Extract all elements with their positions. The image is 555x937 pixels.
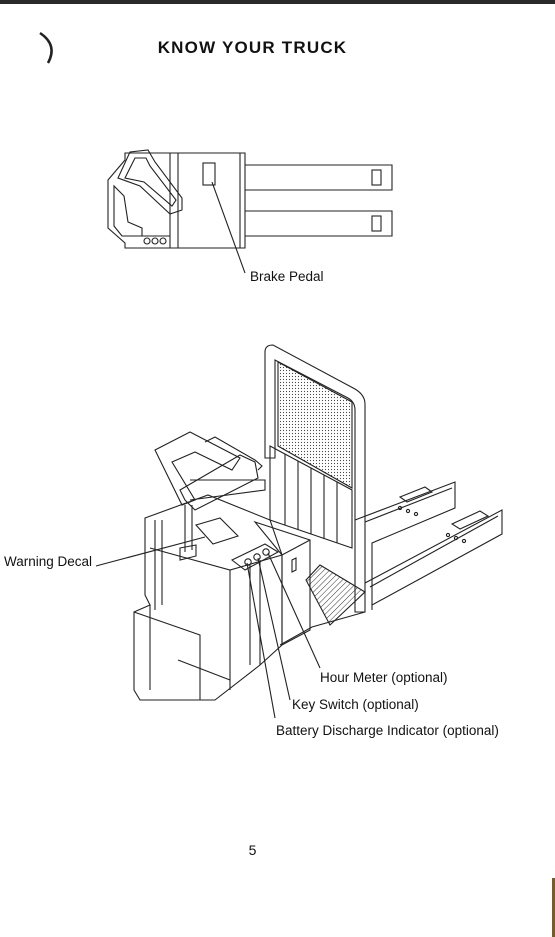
fork-upper: [245, 164, 393, 191]
brake-pedal: [202, 162, 216, 186]
brake-pedal-label: Brake Pedal: [250, 269, 324, 284]
fork-lower: [245, 210, 393, 237]
control-handle: [117, 149, 183, 215]
truck-top-view: [107, 149, 393, 274]
page-title: KNOW YOUR TRUCK: [157, 38, 348, 57]
hour-meter-label: Hour Meter (optional): [320, 670, 448, 685]
battery-indicator-leader: [246, 562, 276, 719]
load-backrest: [264, 344, 366, 613]
key-switch-label: Key Switch (optional): [292, 697, 419, 712]
hour-meter-leader: [267, 552, 321, 669]
warning-decal-label: Warning Decal: [4, 554, 93, 569]
top-border-rule: [0, 0, 555, 4]
warning-decal-area: [195, 517, 240, 545]
page-edge-mark: [552, 878, 555, 937]
fork-right: [364, 509, 503, 606]
truck-body-outline: [107, 152, 246, 249]
brake-pedal-leader: [211, 181, 246, 274]
truck-isometric-view: [95, 344, 503, 719]
page-number: 5: [248, 842, 257, 858]
warning-decal-leader: [95, 536, 206, 567]
operator-platform: [305, 564, 366, 626]
steering-arm: [179, 454, 259, 511]
binding-mark: [39, 31, 53, 64]
control-console: [230, 543, 280, 571]
fork-left: [354, 481, 456, 610]
key-switch-leader: [257, 557, 291, 701]
battery-indicator-label: Battery Discharge Indicator (optional): [276, 723, 499, 738]
backrest-mesh: [277, 361, 353, 489]
